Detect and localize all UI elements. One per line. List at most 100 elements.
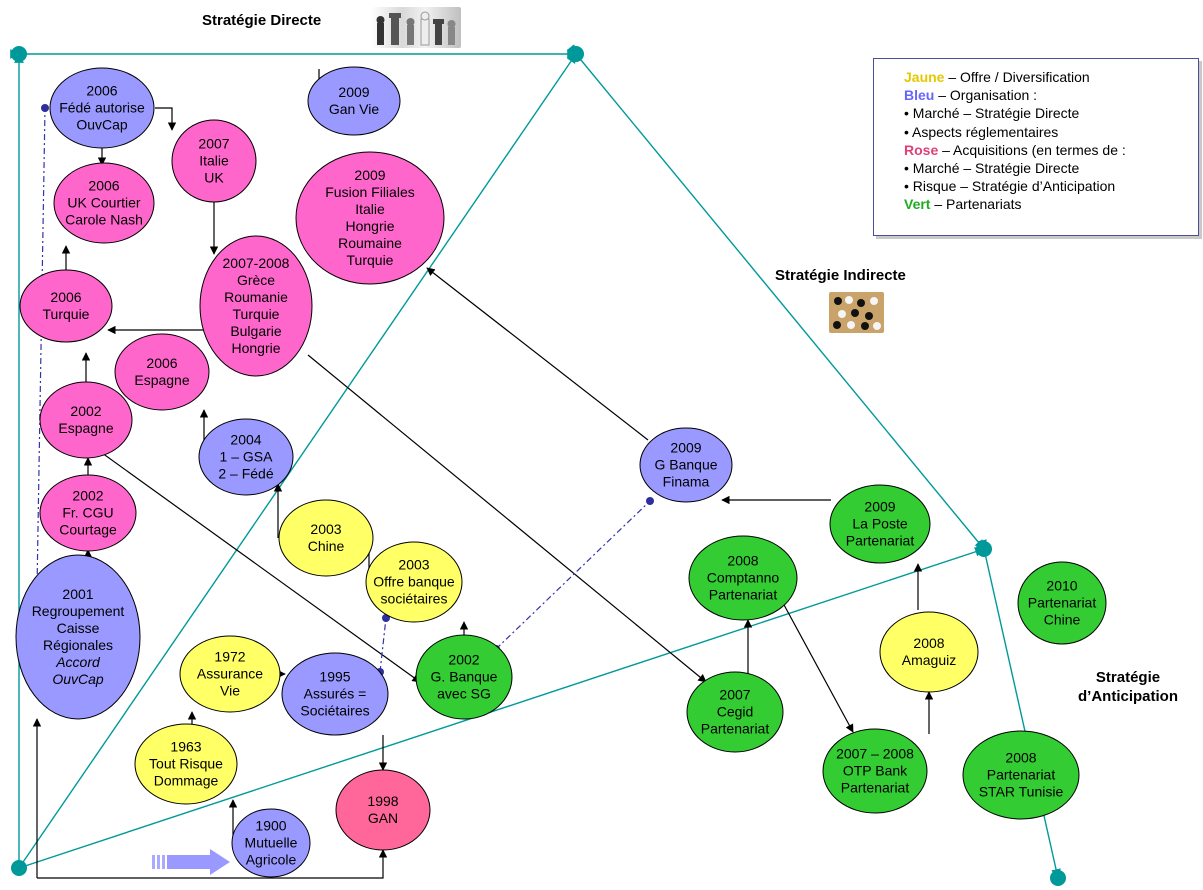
node-shape [15, 554, 141, 720]
node-shape [53, 162, 155, 244]
strategy-vertex-5 [11, 860, 27, 876]
node-shape [49, 67, 155, 149]
link-dot [41, 104, 49, 112]
node-text: 2003 [398, 557, 429, 573]
node-text: 2008 [913, 635, 944, 651]
node-shape [295, 151, 445, 285]
node-shape [198, 418, 294, 496]
legend: Jaune – Offre / Diversification Bleu – O… [873, 58, 1199, 236]
node-text: Regroupement [32, 603, 125, 619]
node-text: Vie [220, 683, 240, 699]
node-text: UK [204, 170, 224, 186]
node-shape [278, 499, 374, 577]
node-shape [199, 235, 313, 377]
node-shape [829, 484, 931, 564]
node-shape [688, 535, 798, 621]
node-text: Hongrie [345, 218, 394, 234]
node-text: 2007 – 2008 [836, 746, 914, 762]
arrow-21 [83, 439, 421, 683]
node-text: 1963 [170, 739, 201, 755]
label-strategie-directe: Stratégie Directe [202, 12, 322, 29]
node-text: Turquie [233, 306, 280, 322]
node-text: avec SG [437, 686, 491, 702]
node-text: Fr. CGU [62, 505, 113, 521]
legend-jaune-text: – Offre / Diversification [944, 69, 1090, 85]
node-text: Sociétaires [300, 703, 369, 719]
node-shape [307, 66, 401, 136]
label-anticipation-line2: d’Anticipation [1078, 688, 1178, 705]
node-text: Fusion Filiales [325, 184, 414, 200]
node-text: 1998 [367, 793, 398, 809]
connectors [10, 44, 1066, 886]
node-text: Partenariat [841, 780, 910, 796]
node-text: 2006 [88, 178, 119, 194]
legend-bleu-key: Bleu [904, 87, 935, 104]
node-20072008grece: 2007-2008GrèceRoumanieTurquieBulgarieHon… [199, 235, 313, 377]
chess-pieces-icon [376, 11, 456, 46]
node-text: 2009 [864, 499, 895, 515]
node-shape [179, 635, 281, 713]
node-text: Chine [308, 538, 345, 554]
node-text: Caisse [57, 620, 100, 636]
node-shape [415, 634, 513, 720]
node-text: 2009 [670, 440, 701, 456]
dashed-link-1 [36, 107, 46, 589]
node-text: 2001 [62, 586, 93, 602]
dashed-link-3 [495, 500, 651, 650]
node-text: Cegid [717, 704, 754, 720]
node-text: 2006 [50, 289, 81, 305]
legend-vert-text: – Partenariats [930, 196, 1022, 213]
node-text: Partenariat [701, 721, 770, 737]
arrow-18 [37, 849, 388, 879]
node-text: Partenariat [987, 767, 1056, 783]
node-text: 2006 [146, 355, 177, 371]
legend-rose-text: – Acquisitions (en termes de : [938, 141, 1126, 158]
legend-vert-key: Vert [904, 196, 931, 213]
node-2001regroup: 2001RegroupementCaisseRégionalesAccordOu… [15, 554, 141, 720]
node-text: 1995 [319, 669, 350, 685]
strategy-vertex-4 [1050, 870, 1066, 886]
node-text: Carole Nash [65, 212, 143, 228]
strategy-vertex-3 [976, 541, 992, 557]
node-text: GAN [368, 810, 398, 826]
node-text: Assurés = [304, 686, 367, 702]
strategy-line-4 [566, 44, 985, 550]
node-text: 2009 [338, 84, 369, 100]
legend-bleu: Bleu – Organisation : [904, 86, 1198, 104]
node-text: 2009 [354, 167, 385, 183]
strategy-vertex-1 [11, 46, 27, 62]
node-shape [19, 269, 113, 343]
node-text: Partenariat [846, 533, 915, 549]
node-text: Roumaine [338, 235, 402, 251]
node-text: Tout Risque [149, 756, 223, 772]
go-stones-icon [833, 296, 881, 330]
legend-rose: Rose – Acquisitions (en termes de : [904, 141, 1198, 159]
node-text: 2010 [1046, 578, 1077, 594]
node-shape [39, 381, 133, 459]
node-text: Partenariat [1028, 595, 1097, 611]
node-text: OTP Bank [843, 763, 908, 779]
node-text: Roumanie [224, 289, 288, 305]
legend-bleu-item1: • Marché – Stratégie Directe [904, 105, 1080, 122]
chess-image [371, 7, 461, 48]
node-text: 2002 [70, 403, 101, 419]
node-text: 2003 [310, 521, 341, 537]
node-shape [879, 611, 979, 693]
strategy-line-3 [18, 53, 577, 869]
legend-bleu-text: – Organisation : [934, 87, 1038, 104]
node-text: Régionales [43, 637, 113, 653]
node-text: Offre banque [373, 574, 455, 590]
